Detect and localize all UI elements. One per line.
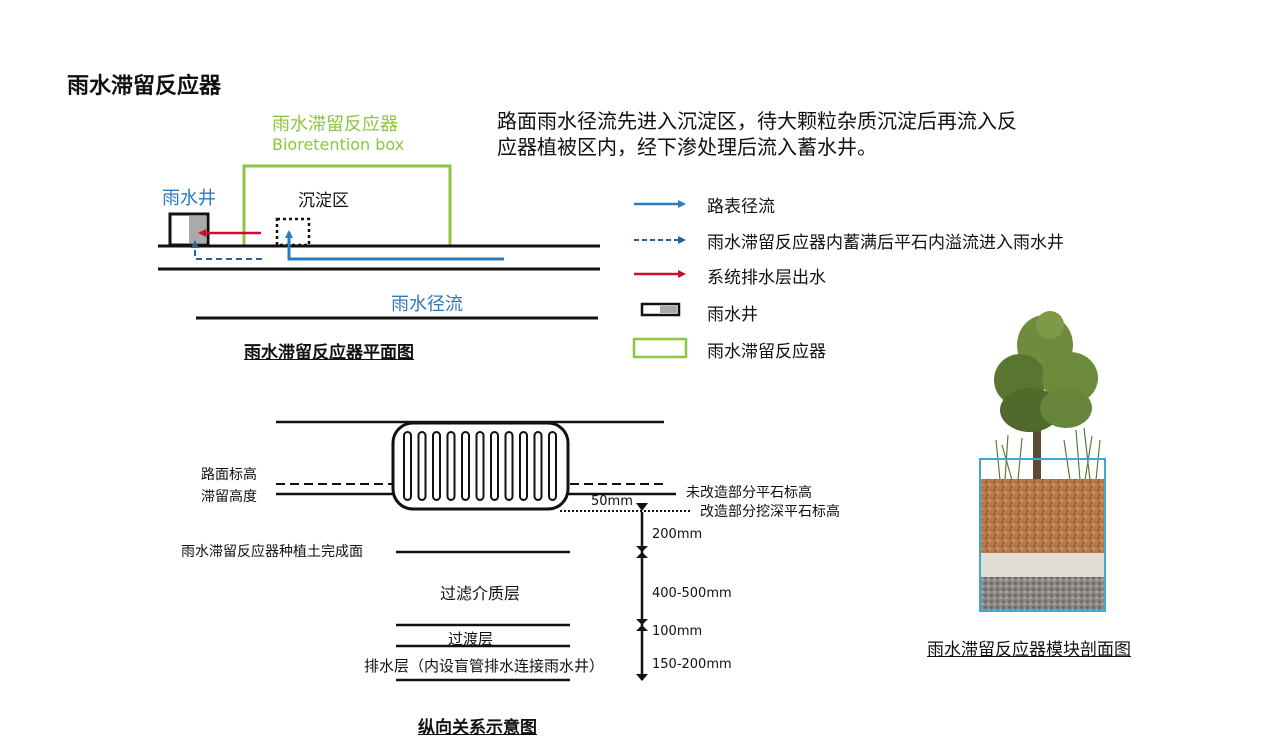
grate-slot xyxy=(548,431,557,501)
dim-50mm: 50mm xyxy=(591,494,633,509)
runoff-label: 雨水径流 xyxy=(391,294,463,315)
dim-200mm: 200mm xyxy=(652,527,703,542)
overflow-arrow xyxy=(191,240,262,260)
legend-item-runoff: 路表径流 xyxy=(707,197,775,217)
grate-slot xyxy=(432,431,441,501)
module-caption: 雨水滞留反应器模块剖面图 xyxy=(927,640,1131,660)
tree-trunk xyxy=(1033,420,1041,480)
legend-item-overflow: 雨水滞留反应器内蓄满后平石内溢流进入雨水井 xyxy=(707,233,1064,253)
runoff-arrow xyxy=(285,230,504,261)
bioretention-box xyxy=(242,164,452,246)
green-box-icon xyxy=(632,337,688,359)
module-container xyxy=(979,458,1106,612)
dim-100mm: 100mm xyxy=(652,624,703,639)
grate-slot xyxy=(461,431,470,501)
grate-slot xyxy=(490,431,499,501)
grate-icon xyxy=(391,421,570,511)
legend-item-well: 雨水井 xyxy=(707,305,758,325)
transition-layer-label: 过渡层 xyxy=(448,630,494,648)
dim-150-200mm: 150-200mm xyxy=(652,657,732,672)
grate-slot xyxy=(417,431,427,501)
filter-layer-label: 过滤介质层 xyxy=(440,584,521,603)
section-caption: 纵向关系示意图 xyxy=(418,718,537,738)
grate-slot xyxy=(403,431,412,501)
description-line-1: 路面雨水径流先进入沉淀区，待大颗粒杂质沉淀后再流入反 xyxy=(497,109,1017,133)
grate-slot xyxy=(504,431,514,501)
sand-layer xyxy=(980,553,1105,577)
grass-plants xyxy=(995,427,1101,481)
settling-label: 沉淀区 xyxy=(298,191,349,211)
plan-caption: 雨水滞留反应器平面图 xyxy=(244,343,414,363)
dim-400-500mm: 400-500mm xyxy=(652,586,732,601)
curb-unmodified-label: 未改造部分平石标高 xyxy=(686,485,812,501)
retention-height-label: 滞留高度 xyxy=(201,489,257,505)
road-elevation-label: 路面标高 xyxy=(201,467,257,483)
grate-slot xyxy=(519,431,528,501)
curb-modified-label: 改造部分挖深平石标高 xyxy=(700,504,840,520)
well-label: 雨水井 xyxy=(162,188,216,209)
page-title: 雨水滞留反应器 xyxy=(67,74,222,99)
soil-layer xyxy=(980,479,1105,553)
gravel-layer xyxy=(980,577,1105,611)
tree-canopy xyxy=(994,311,1098,432)
legend-item-drain: 系统排水层出水 xyxy=(707,268,826,288)
grate-slot xyxy=(533,431,543,501)
description-line-2: 应器植被区内，经下渗处理后流入蓄水井。 xyxy=(497,135,877,159)
grate-slot xyxy=(475,431,485,501)
box-label-en: Bioretention box xyxy=(272,135,405,154)
box-label-cn: 雨水滞留反应器 xyxy=(272,114,398,135)
settling-zone-box xyxy=(275,217,311,247)
grate-slot xyxy=(446,431,456,501)
drain-layer-label: 排水层（内设盲管排水连接雨水井） xyxy=(364,657,605,675)
legend-item-box: 雨水滞留反应器 xyxy=(707,342,826,362)
planting-surface-label: 雨水滞留反应器种植土完成面 xyxy=(181,544,363,560)
